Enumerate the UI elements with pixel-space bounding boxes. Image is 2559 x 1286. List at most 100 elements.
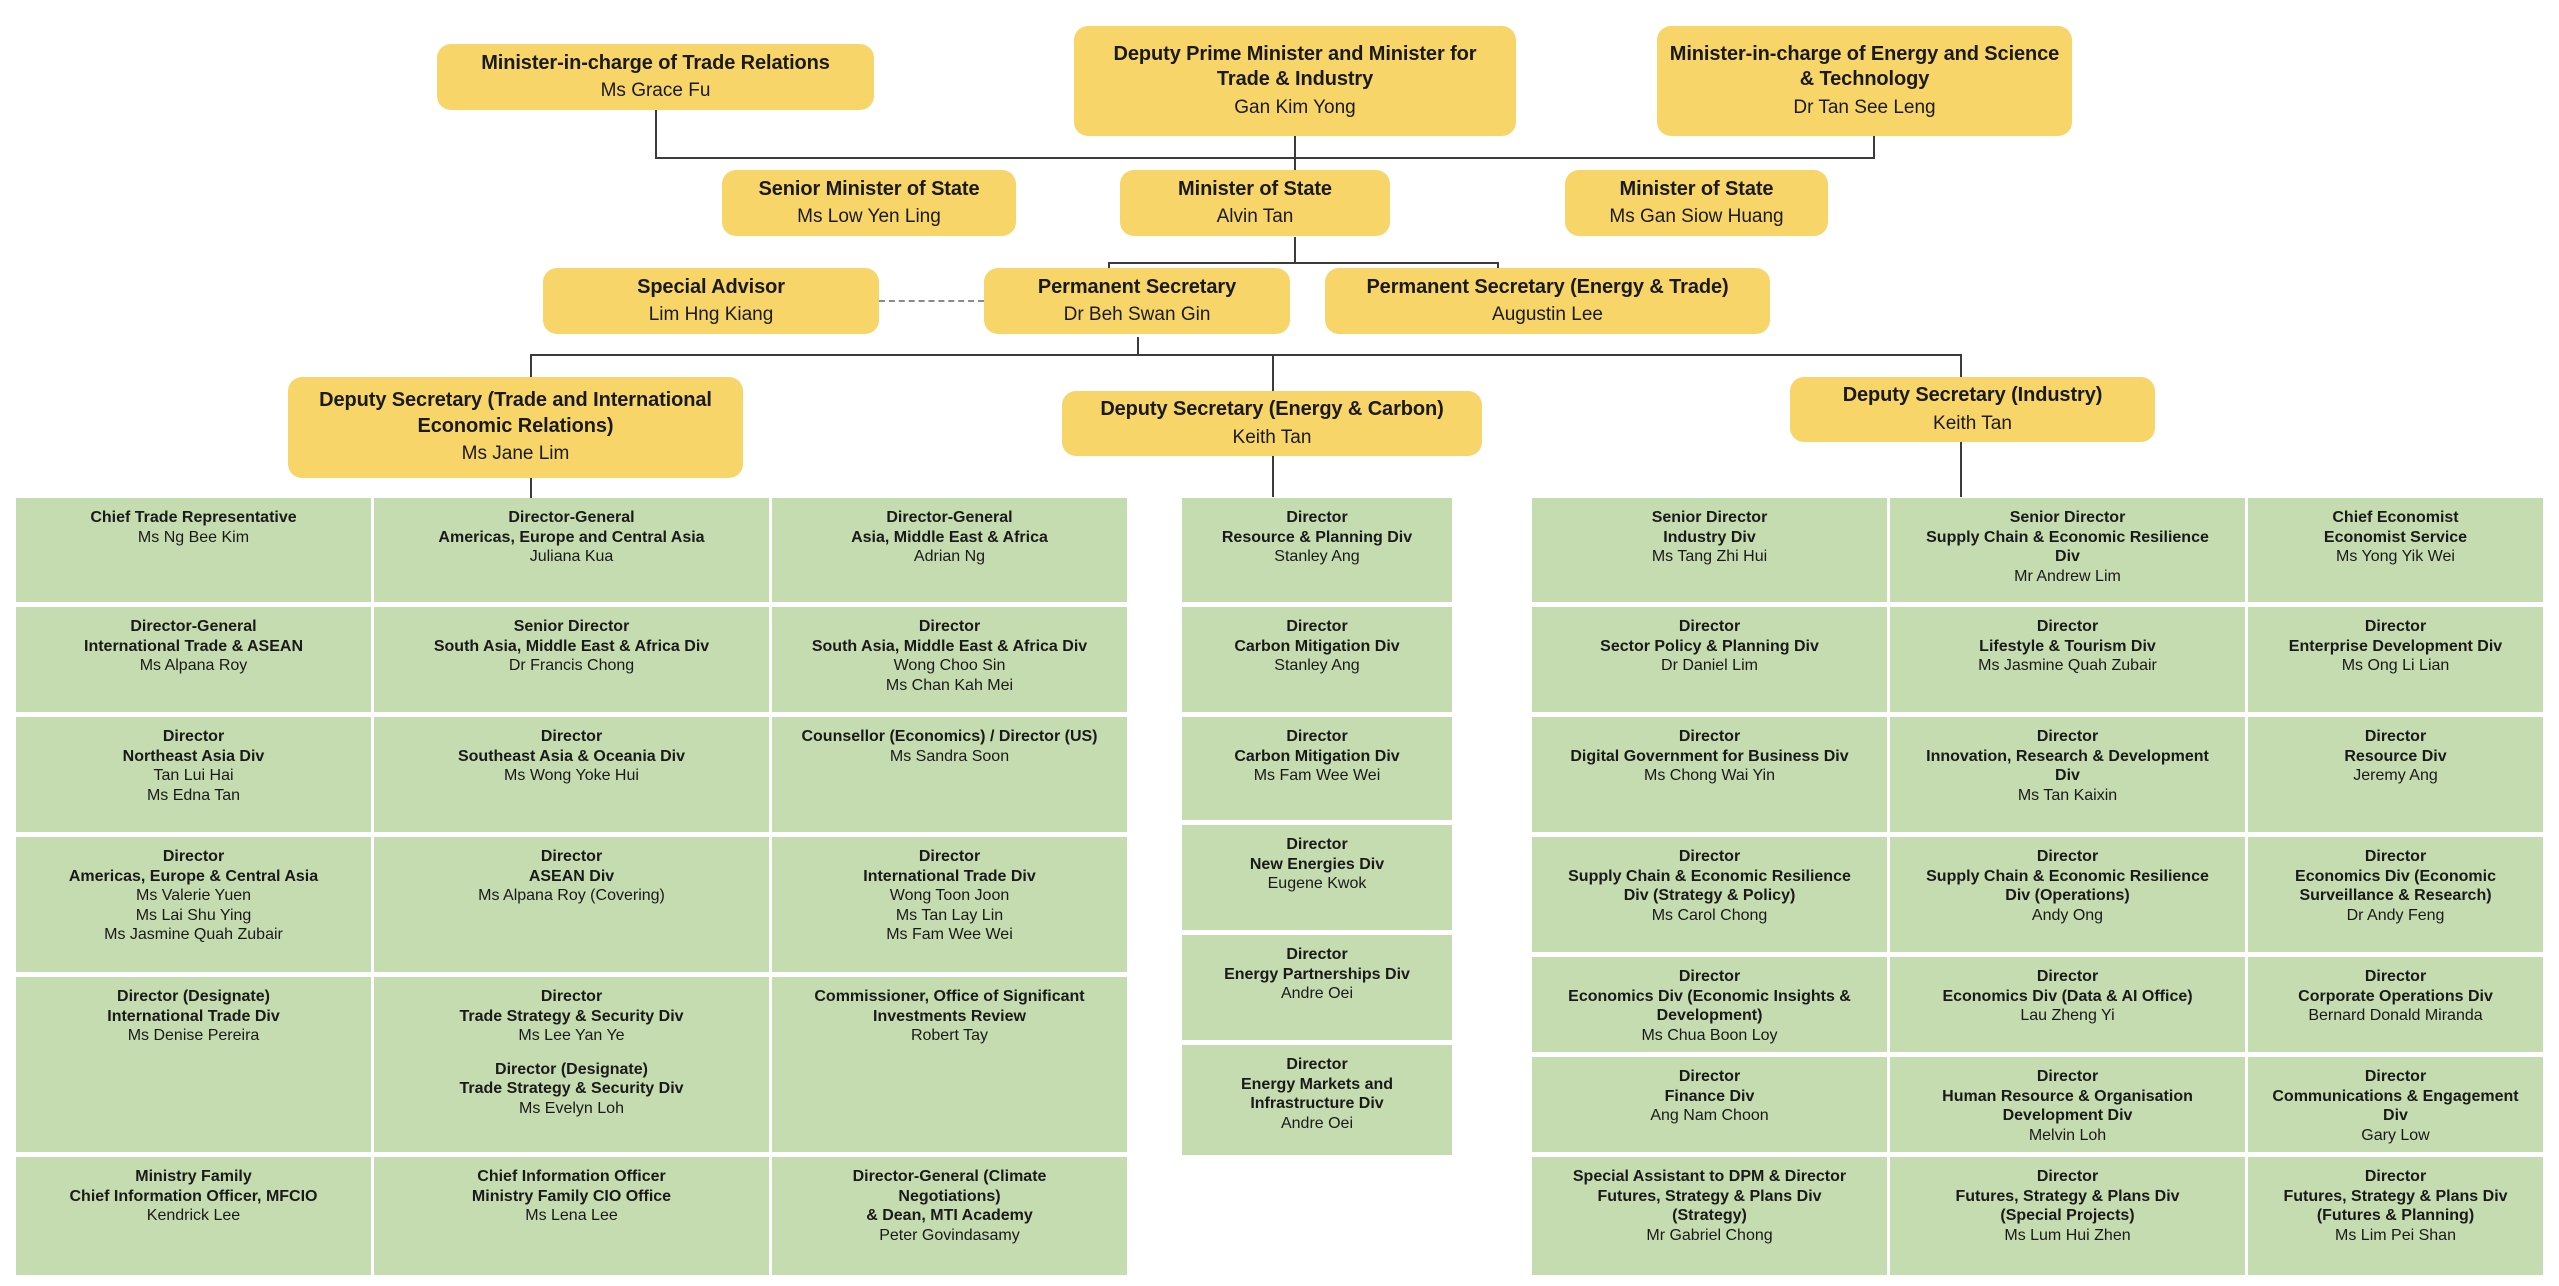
exec-box-minister-energy-science[interactable]: Minister-in-charge of Energy and Science… [1657, 26, 2072, 136]
division-role: Director [2364, 618, 2427, 635]
division-person: Ms Tang Zhi Hui [1651, 548, 1768, 566]
division-person: Mr Andrew Lim [2014, 567, 2121, 585]
division-person: Ms Alpana Roy [139, 657, 248, 675]
division-role: Director [1678, 968, 1741, 985]
division-role: International Trade Div [107, 1007, 280, 1025]
exec-title: Deputy Prime Minister and Minister for T… [1113, 42, 1477, 91]
connector-line [530, 478, 532, 498]
division-cell[interactable]: Counsellor (Economics) / Director (US)Ms… [772, 717, 1127, 832]
division-role: Director [540, 728, 603, 745]
division-role: (Futures & Planning) [2316, 1207, 2475, 1225]
exec-box-minister-of-state-alvin-tan[interactable]: Minister of State Alvin Tan [1120, 170, 1390, 236]
division-role: Energy Markets and [1240, 1075, 1394, 1093]
exec-box-deputy-secretary-trade[interactable]: Deputy Secretary (Trade and Internationa… [288, 377, 743, 478]
division-role: Development Div [2002, 1107, 2133, 1125]
exec-box-special-advisor[interactable]: Special Advisor Lim Hng Kiang [543, 268, 879, 334]
exec-box-deputy-prime-minister[interactable]: Deputy Prime Minister and Minister for T… [1074, 26, 1516, 136]
division-role: Ministry Family CIO Office [471, 1187, 672, 1205]
division-role: Director [2364, 728, 2427, 745]
division-role: Commissioner, Office of Significant [814, 988, 1085, 1005]
exec-box-permanent-secretary[interactable]: Permanent Secretary Dr Beh Swan Gin [984, 268, 1290, 334]
connector-line [1294, 237, 1296, 263]
division-person: Dr Daniel Lim [1661, 657, 1758, 675]
exec-box-senior-minister-of-state[interactable]: Senior Minister of State Ms Low Yen Ling [722, 170, 1016, 236]
division-person: Ms Valerie Yuen [135, 887, 252, 905]
division-role: Carbon Mitigation Div [1234, 637, 1400, 655]
division-role: Director [1678, 728, 1741, 745]
exec-box-deputy-secretary-industry[interactable]: Deputy Secretary (Industry) Keith Tan [1790, 377, 2155, 442]
division-person: Ms Chan Kah Mei [885, 676, 1014, 694]
division-role: Director [1678, 1068, 1741, 1085]
division-cell[interactable]: Director (Designate)International Trade … [16, 977, 371, 1152]
division-role: Finance Div [1664, 1087, 1755, 1105]
division-role: ASEAN Div [528, 867, 615, 885]
division-role: Director [2036, 618, 2099, 635]
division-person: Ms Jasmine Quah Zubair [104, 926, 283, 944]
division-role: Investments Review [873, 1007, 1026, 1025]
division-person: Ms Yong Yik Wei [2336, 548, 2455, 566]
division-role: Trade Strategy & Security Div [459, 1080, 684, 1098]
exec-box-minister-trade-relations[interactable]: Minister-in-charge of Trade Relations Ms… [437, 44, 874, 110]
division-person: Ms Fam Wee Wei [886, 926, 1013, 944]
exec-person: Keith Tan [1933, 412, 2012, 434]
exec-box-deputy-secretary-energy-carbon[interactable]: Deputy Secretary (Energy & Carbon) Keith… [1062, 391, 1482, 456]
division-person: Wong Toon Joon [889, 887, 1010, 905]
exec-box-minister-of-state-gan-siow-huang[interactable]: Minister of State Ms Gan Siow Huang [1565, 170, 1828, 236]
division-person: Ang Nam Choon [1650, 1107, 1769, 1125]
division-role: Director-General [508, 509, 635, 526]
division-role: Director [2036, 1068, 2099, 1085]
division-person: Ms Carol Chong [1651, 906, 1768, 924]
division-role: Div (Strategy & Policy) [1623, 887, 1796, 905]
division-role: Human Resource & Organisation [1942, 1087, 2193, 1105]
division-person: Robert Tay [910, 1027, 989, 1045]
exec-title: Deputy Secretary (Trade and Internationa… [319, 389, 712, 437]
division-person: Stanley Ang [1274, 548, 1360, 566]
division-role: Economist Service [2323, 528, 2468, 546]
exec-box-permanent-secretary-energy-trade[interactable]: Permanent Secretary (Energy & Trade) Aug… [1325, 268, 1770, 334]
exec-person: Alvin Tan [1216, 206, 1294, 228]
